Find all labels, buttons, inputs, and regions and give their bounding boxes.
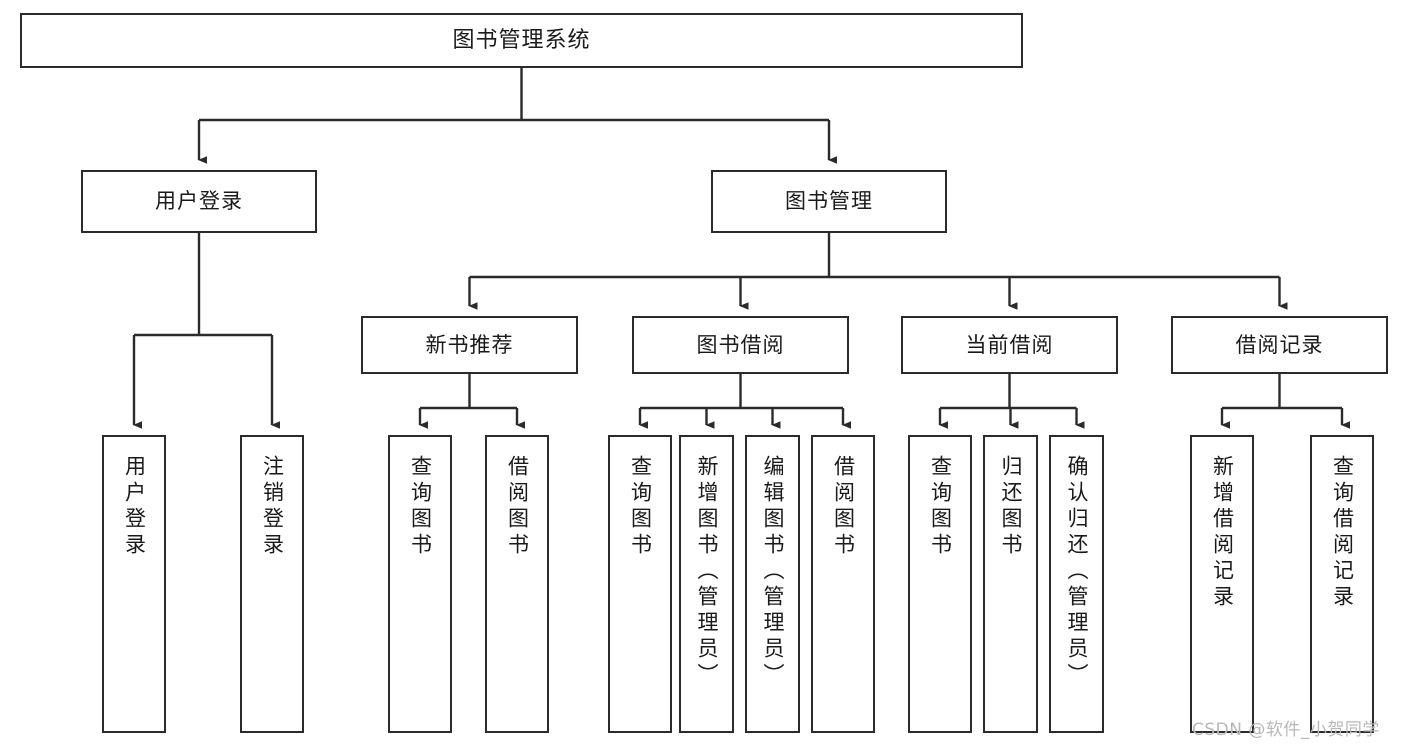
node-label: 图书借阅 [696, 332, 785, 357]
node-leaf-user-logout[interactable]: 注销登录 [240, 435, 304, 733]
node-leaf-bw-add[interactable]: 新增图书（管理员） [679, 435, 734, 733]
node-records[interactable]: 借阅记录 [1171, 316, 1388, 374]
node-current[interactable]: 当前借阅 [901, 316, 1118, 374]
node-leaf-bw-edit[interactable]: 编辑图书（管理员） [745, 435, 800, 733]
node-leaf-cb-return[interactable]: 归还图书 [983, 435, 1038, 733]
node-label: 用户登录 [155, 189, 243, 214]
node-leaf-user-login[interactable]: 用户登录 [102, 435, 166, 733]
node-leaf-cb-query[interactable]: 查询图书 [908, 435, 972, 733]
node-leaf-cb-confirm[interactable]: 确认归还（管理员） [1049, 435, 1104, 733]
node-leaf-nb-query[interactable]: 查询图书 [388, 435, 452, 733]
node-label: 新书推荐 [425, 332, 514, 357]
node-newbooks[interactable]: 新书推荐 [361, 316, 578, 374]
node-leaf-rc-query[interactable]: 查询借阅记录 [1310, 435, 1374, 733]
node-leaf-nb-borrow[interactable]: 借阅图书 [485, 435, 549, 733]
node-label: 图书管理系统 [452, 27, 591, 53]
node-label: 借阅记录 [1235, 332, 1324, 357]
node-label: 借阅图书 [505, 455, 530, 559]
node-login[interactable]: 用户登录 [81, 170, 317, 233]
node-label: 用户登录 [122, 455, 147, 559]
node-label: 借阅图书 [831, 455, 856, 559]
node-leaf-bw-query[interactable]: 查询图书 [608, 435, 672, 733]
node-label: 查询借阅记录 [1330, 455, 1355, 611]
node-label: 当前借阅 [965, 332, 1054, 357]
node-leaf-rc-add[interactable]: 新增借阅记录 [1190, 435, 1254, 733]
node-label: 图书管理 [785, 189, 873, 214]
node-label: 新增图书（管理员） [695, 455, 719, 689]
node-label: 注销登录 [260, 455, 285, 559]
node-label: 新增借阅记录 [1210, 455, 1235, 611]
node-label: 确认归还（管理员） [1065, 455, 1089, 689]
node-root[interactable]: 图书管理系统 [20, 13, 1023, 68]
node-leaf-bw-borrow[interactable]: 借阅图书 [811, 435, 875, 733]
node-label: 归还图书 [999, 455, 1023, 559]
node-label: 查询图书 [628, 455, 653, 559]
node-label: 编辑图书（管理员） [761, 455, 785, 689]
node-borrow[interactable]: 图书借阅 [632, 316, 849, 374]
node-bookmgmt[interactable]: 图书管理 [711, 170, 947, 233]
node-label: 查询图书 [408, 455, 433, 559]
csdn-watermark: CSDN @软件_小贺同学 [1192, 720, 1380, 740]
node-label: 查询图书 [928, 455, 953, 559]
